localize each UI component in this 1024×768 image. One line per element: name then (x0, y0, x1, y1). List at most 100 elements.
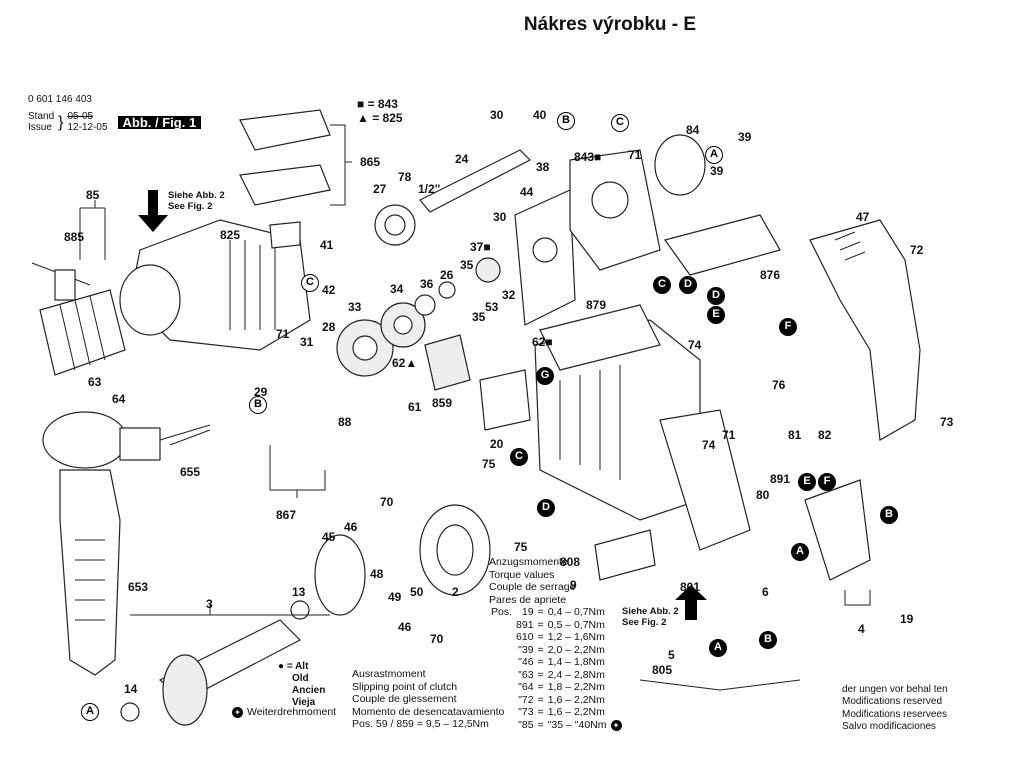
callout-g: G (536, 367, 554, 385)
torque-eq: = (537, 656, 544, 669)
clutch-line: Ausrastmoment (352, 668, 426, 680)
torque-row: "46=1,4 – 1,8Nm (489, 656, 624, 669)
callout-c: C (301, 274, 319, 292)
issue-label: Issue (28, 122, 52, 133)
old-legend-fr: Ancien (292, 685, 326, 696)
fan-baffle-45 (314, 534, 366, 616)
depth-stop-655 (169, 429, 211, 446)
document-header: 0 601 146 403 Stand Issue } 05-05 12-12-… (28, 94, 202, 133)
part-label: 655 (180, 465, 201, 479)
torque-eq: = (537, 681, 544, 694)
part-label: 4 (858, 622, 865, 636)
bearing-plate-44 (514, 189, 576, 326)
torque-prefix (489, 669, 514, 682)
issue-date: 12-12-05 (67, 122, 108, 133)
part-label: 42 (322, 283, 336, 297)
part-label: 85 (86, 188, 100, 202)
callout-f: F (818, 473, 836, 491)
part-label: 74 (702, 438, 716, 452)
part-label: 30 (490, 108, 504, 122)
part-label: 48 (370, 567, 384, 581)
old-date: 05-05 (67, 111, 94, 122)
square-legend: ■ = 843 (357, 97, 398, 111)
part-label: 41 (320, 238, 334, 252)
torque-eq: = (537, 606, 544, 619)
part-label: 46 (344, 520, 358, 534)
torque-prefix (489, 681, 514, 694)
mod-line: Modifications reservees (842, 708, 948, 720)
torque-pos: "73 (518, 706, 534, 719)
torque-row: 891=0,5 – 0,7Nm (489, 619, 624, 632)
torque-eq: = (537, 693, 544, 706)
part-label: 84 (686, 123, 700, 137)
torque-heading: Torque values (489, 568, 555, 581)
see-fig-line2: See Fig. 2 (168, 201, 213, 212)
torque-prefix (489, 694, 514, 707)
torque-value: 1,6 – 2,2Nm (547, 693, 605, 706)
part-label: 30 (493, 210, 507, 224)
part-label: 62■ (532, 335, 553, 349)
torque-eq: = (537, 706, 544, 719)
part-label: 62▲ (392, 356, 418, 370)
handle-801 (659, 409, 751, 551)
part-label: 825 (220, 228, 241, 242)
cover-879 (664, 214, 781, 276)
part-label: 38 (536, 160, 550, 174)
part-label: 1/2" (418, 182, 441, 196)
part-label: 71 (628, 148, 642, 162)
part-label: 653 (128, 580, 149, 594)
old-legend-en: Old (292, 673, 309, 684)
torque-row: "39=2,0 – 2,2Nm (489, 644, 624, 657)
torque-value: 0,4 – 0,7Nm (547, 606, 605, 619)
torque-eq: = (537, 668, 544, 681)
callout-c: C (653, 276, 671, 294)
torque-row: "72=1,6 – 2,2Nm (489, 694, 624, 707)
callout-b: B (880, 506, 898, 524)
part-label: 73 (940, 415, 954, 429)
mod-line: der ungen vor behal ten (842, 684, 948, 695)
part-label: 82 (818, 428, 832, 442)
torque-row: "63=2,4 – 2,8Nm (489, 669, 624, 682)
part-label: 81 (788, 428, 802, 442)
part-label: 801 (680, 580, 701, 594)
part-label: 2 (452, 585, 459, 599)
torque-eq: = (537, 631, 544, 644)
part-label: 40 (533, 108, 547, 122)
clutch-line: Slipping point of clutch (352, 680, 458, 693)
triangle-legend: ▲ = 825 (357, 111, 403, 125)
gear-859 (424, 334, 471, 391)
part-label: 47 (856, 210, 870, 224)
part-label: 45 (322, 530, 336, 544)
callout-a: A (705, 146, 723, 164)
part-label: 39 (738, 130, 752, 144)
part-label: 9 (570, 578, 577, 592)
part-label: 61 (408, 400, 422, 414)
callout-c: C (510, 448, 528, 466)
part-label: 867 (276, 508, 297, 522)
bearing-13 (290, 600, 310, 620)
part-label: 36 (420, 277, 434, 291)
mod-line: Salvo modificaciones (842, 721, 936, 733)
callout-d: D (679, 276, 697, 294)
callout-a: A (791, 543, 809, 561)
part-label: 71 (276, 327, 290, 341)
see-fig-bottom: Siehe Abb. 2 See Fig. 2 (622, 606, 679, 628)
part-label: 46 (398, 620, 412, 634)
part-label: 808 (560, 555, 581, 569)
part-label: 37■ (470, 240, 491, 254)
torque-heading: Couple de serrage (489, 581, 576, 594)
torque-value: 2,0 – 2,2Nm (547, 643, 605, 656)
arrow-see-fig (138, 190, 168, 232)
part-label: 29 (254, 385, 268, 399)
part-label: 5 (668, 648, 675, 662)
torque-value: 1,4 – 1,8Nm (547, 656, 605, 669)
chuck-key (31, 262, 91, 301)
plate-9 (594, 529, 656, 581)
weiterdreh-label: Weiterdrehmoment (247, 706, 337, 718)
part-label: 3 (206, 597, 213, 611)
callout-d: D (537, 499, 555, 517)
washer-36 (414, 294, 436, 316)
part-label: 72 (910, 243, 924, 257)
part-label: 50 (410, 585, 424, 599)
